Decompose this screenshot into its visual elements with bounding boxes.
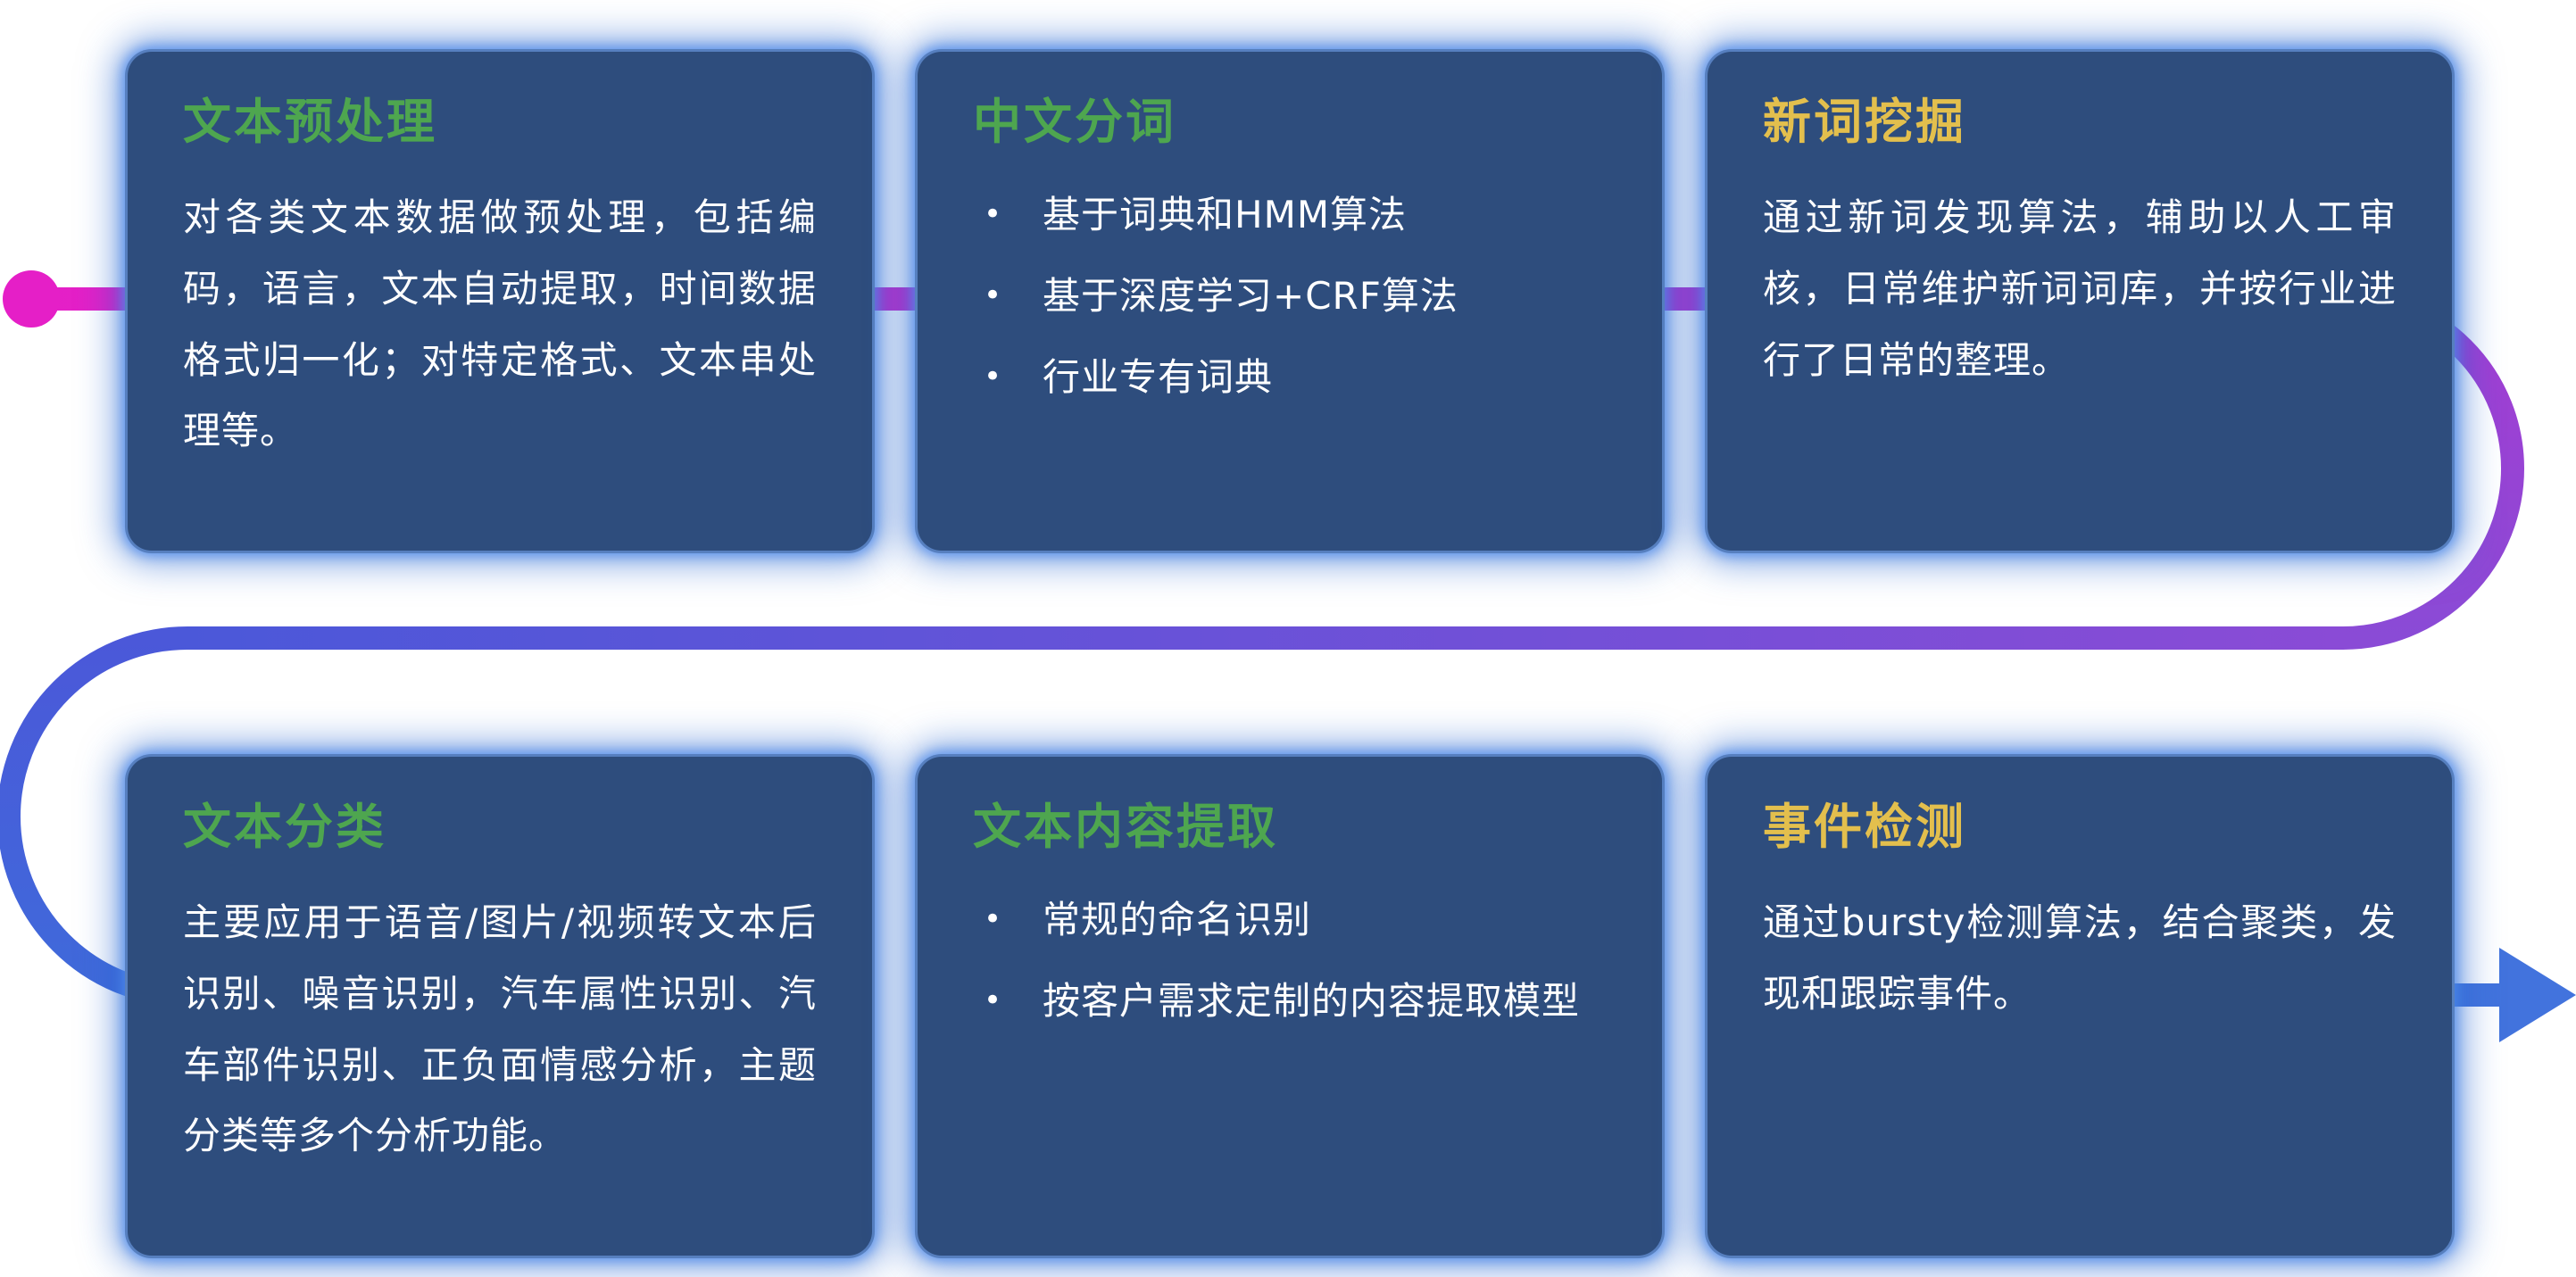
card-bullet-list: • 常规的命名识别 • 按客户需求定制的内容提取模型	[973, 891, 1607, 1030]
card-title: 文本内容提取	[973, 799, 1278, 855]
list-item: • 按客户需求定制的内容提取模型	[984, 972, 1607, 1030]
bullet-icon: •	[984, 901, 1003, 938]
list-item-text: 按客户需求定制的内容提取模型	[1043, 979, 1581, 1024]
flow-start-dot	[3, 270, 60, 328]
card-title: 事件检测	[1763, 799, 1966, 855]
list-item: • 常规的命名识别	[984, 891, 1607, 949]
bullet-icon: •	[984, 196, 1003, 233]
list-item-text: 基于词典和HMM算法	[1043, 193, 1408, 237]
list-item-text: 行业专有词典	[1043, 355, 1274, 400]
card-body: 通过bursty检测算法，结合聚类，发现和跟踪事件。	[1763, 900, 2397, 1016]
list-item: • 行业专有词典	[984, 348, 1607, 406]
card-new-word-mining: 新词挖掘 通过新词发现算法，辅助以人工审核，日常维护新词词库，并按行业进行了日常…	[1705, 49, 2455, 553]
bullet-icon: •	[984, 983, 1003, 1019]
card-chinese-word-segmentation: 中文分词 • 基于词典和HMM算法 • 基于深度学习+CRF算法 • 行业专有词…	[915, 49, 1665, 553]
flow-left-curve	[0, 626, 188, 1007]
card-title: 文本分类	[183, 799, 386, 855]
card-title: 中文分词	[973, 94, 1176, 150]
card-bullet-list: • 基于词典和HMM算法 • 基于深度学习+CRF算法 • 行业专有词典	[973, 186, 1607, 406]
bullet-icon: •	[984, 359, 1003, 395]
flow-arrowhead-icon	[2499, 948, 2576, 1042]
list-item: • 基于深度学习+CRF算法	[984, 267, 1607, 325]
card-body: 对各类文本数据做预处理，包括编码，语言，文本自动提取，时间数据格式归一化；对特定…	[183, 195, 817, 453]
list-item-text: 常规的命名识别	[1043, 898, 1312, 942]
card-title: 新词挖掘	[1763, 94, 1966, 150]
card-text-content-extraction: 文本内容提取 • 常规的命名识别 • 按客户需求定制的内容提取模型	[915, 754, 1665, 1258]
card-text-classification: 文本分类 主要应用于语音/图片/视频转文本后识别、噪音识别，汽车属性识别、汽车部…	[125, 754, 875, 1258]
card-body: 主要应用于语音/图片/视频转文本后识别、噪音识别，汽车属性识别、汽车部件识别、正…	[183, 900, 817, 1158]
card-event-detection: 事件检测 通过bursty检测算法，结合聚类，发现和跟踪事件。	[1705, 754, 2455, 1258]
list-item-text: 基于深度学习+CRF算法	[1043, 274, 1458, 319]
card-text-preprocessing: 文本预处理 对各类文本数据做预处理，包括编码，语言，文本自动提取，时间数据格式归…	[125, 49, 875, 553]
card-title: 文本预处理	[183, 94, 437, 150]
bullet-icon: •	[984, 278, 1003, 314]
card-body: 通过新词发现算法，辅助以人工审核，日常维护新词词库，并按行业进行了日常的整理。	[1763, 195, 2397, 382]
list-item: • 基于词典和HMM算法	[984, 186, 1607, 244]
